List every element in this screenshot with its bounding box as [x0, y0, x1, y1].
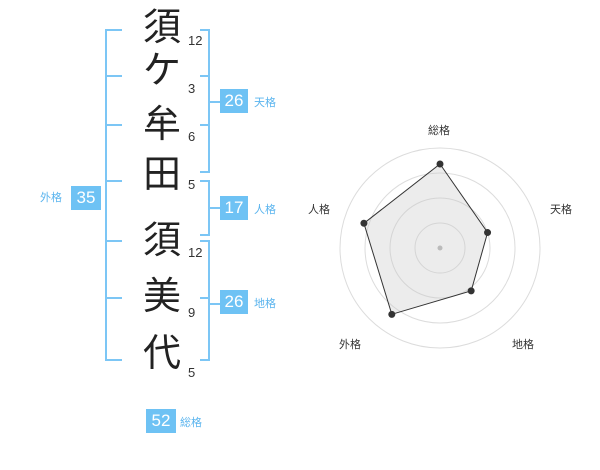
radar-ring-2 [389, 197, 491, 299]
chikaku-badge: 26 [220, 290, 248, 314]
gaikaku-badge: 35 [71, 186, 101, 210]
tenkaku-bracket-top [200, 29, 210, 31]
radar-point-3 [467, 287, 475, 295]
jinkaku-bracket-bottom [200, 234, 210, 236]
jinkaku-label: 人格 [254, 203, 276, 216]
soukaku-badge: 52 [146, 409, 176, 433]
radar-point-4 [388, 310, 396, 318]
gaikaku-bracket-top [105, 29, 122, 31]
stroke-count-2: 3 [188, 81, 196, 96]
stroke-count-3: 6 [188, 129, 196, 144]
gaikaku-bracket-bottom [105, 359, 122, 361]
stroke-count-4: 5 [188, 177, 196, 192]
tick-right-6 [200, 297, 210, 299]
tenkaku-badge: 26 [220, 89, 248, 113]
tenkaku-label: 天格 [254, 96, 276, 109]
tick-left-6 [105, 297, 122, 299]
radar-chart [339, 147, 541, 349]
tick-right-2 [200, 75, 210, 77]
radar-ring-4 [339, 147, 541, 349]
chikaku-bracket-bottom [200, 359, 210, 361]
jinkaku-bracket-top [200, 180, 210, 182]
stroke-count-6: 9 [188, 305, 196, 320]
radar-label-soukaku: 総格 [428, 124, 450, 137]
gaikaku-label: 外格 [40, 191, 62, 204]
stroke-count-1: 12 [188, 33, 203, 48]
radar-label-gaikaku: 外格 [339, 338, 361, 351]
radar-point-5 [360, 219, 368, 227]
surname-char-3: 牟 [142, 102, 181, 146]
stroke-count-7: 5 [188, 365, 196, 380]
radar-label-tenkaku: 天格 [550, 203, 572, 216]
tenkaku-bracket [208, 29, 210, 172]
tick-right-3 [200, 124, 210, 126]
radar-ring-1 [414, 222, 466, 274]
soukaku-label: 総格 [180, 416, 202, 429]
tick-left-4 [105, 180, 122, 182]
chikaku-label: 地格 [254, 297, 276, 310]
radar-ring-3 [364, 172, 516, 324]
given-char-2: 美 [142, 274, 181, 318]
surname-char-4: 田 [142, 152, 181, 196]
stroke-count-5: 12 [188, 245, 203, 260]
chikaku-bracket [208, 240, 210, 360]
chikaku-bracket-top [200, 240, 210, 242]
radar-point-2 [484, 229, 492, 237]
radar-point-1 [436, 160, 444, 168]
surname-char-2: ケ [142, 48, 181, 92]
radar-label-jinkaku: 人格 [308, 203, 330, 216]
tick-left-3 [105, 124, 122, 126]
radar-label-chikaku: 地格 [512, 338, 534, 351]
tick-left-2 [105, 75, 122, 77]
tenkaku-connector [208, 101, 220, 103]
radar-center-dot [437, 245, 443, 251]
gaikaku-bracket [105, 29, 107, 360]
tenkaku-bracket-bottom [200, 171, 210, 173]
surname-char-1: 須 [142, 5, 181, 49]
chikaku-connector [208, 303, 220, 305]
tick-left-5 [105, 240, 122, 242]
jinkaku-connector [208, 207, 220, 209]
radar-polygon [363, 163, 489, 315]
given-char-3: 代 [142, 331, 181, 375]
given-char-1: 須 [142, 218, 181, 262]
jinkaku-badge: 17 [220, 196, 248, 220]
